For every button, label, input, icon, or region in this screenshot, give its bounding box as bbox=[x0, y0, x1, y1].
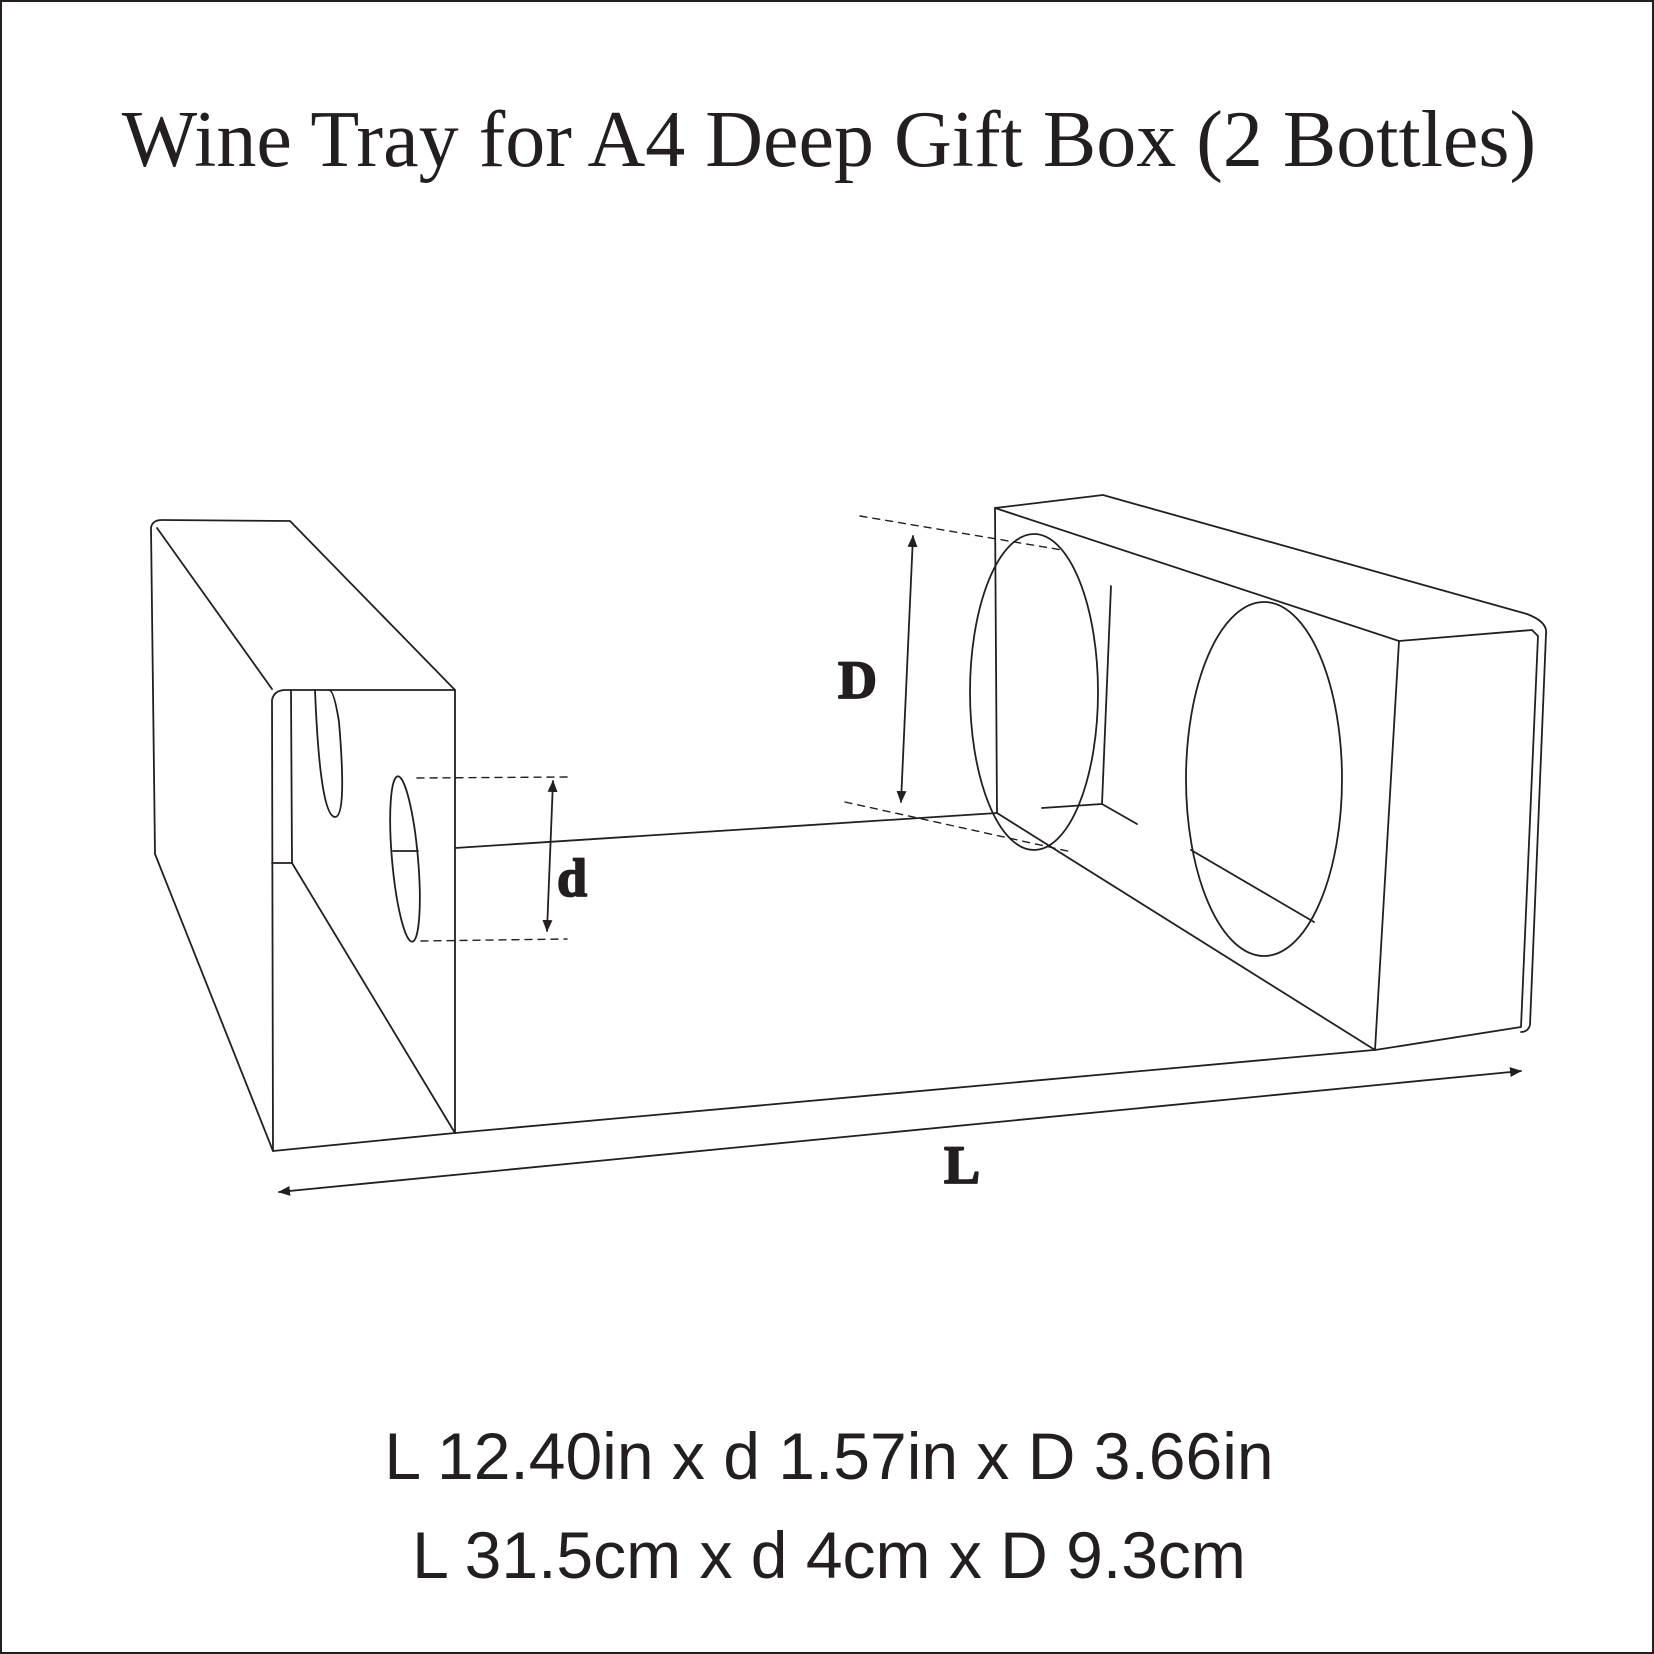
dimension-L bbox=[278, 1067, 1522, 1196]
diagram-title: Wine Tray for A4 Deep Gift Box (2 Bottle… bbox=[121, 96, 1537, 184]
left-hole-2 bbox=[389, 775, 421, 943]
dimensions-imperial: L 12.40in x d 1.57in x D 3.66in bbox=[384, 1419, 1274, 1493]
left-hole-1 bbox=[314, 689, 344, 818]
label-d: d bbox=[557, 848, 587, 908]
label-L: L bbox=[944, 1135, 980, 1195]
dimension-D bbox=[844, 515, 1073, 853]
label-D: D bbox=[838, 650, 877, 710]
right-bottle-block bbox=[969, 494, 1548, 1051]
tray-floor bbox=[454, 812, 1375, 1134]
bottle-hole-1 bbox=[969, 533, 1099, 851]
bottle-hole-2 bbox=[1185, 601, 1343, 957]
dimension-d bbox=[416, 776, 568, 942]
left-end-panel bbox=[150, 519, 456, 1152]
dimensions-metric: L 31.5cm x d 4cm x D 9.3cm bbox=[412, 1518, 1246, 1592]
